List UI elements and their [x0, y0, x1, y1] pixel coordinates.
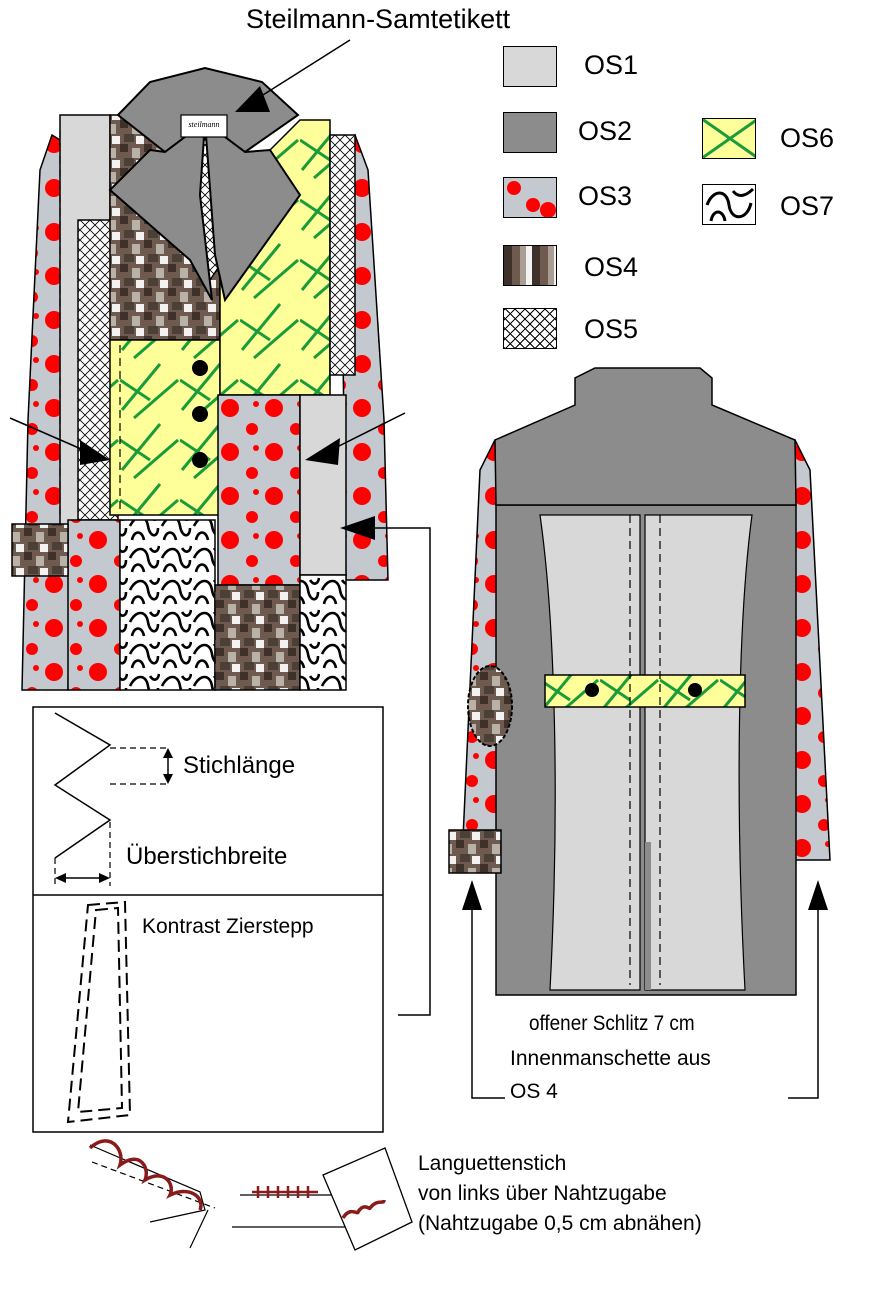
label-pointer [235, 39, 351, 112]
topstitch-pointer [340, 516, 431, 1016]
pocket-arrow-left [9, 417, 110, 465]
legend-label-os1: OS1 [584, 50, 639, 80]
front-buttons [192, 360, 208, 468]
inner-cuff-label-line1: Innenmanschette aus [510, 1047, 711, 1070]
overstitch-width-label: Überstichbreite [126, 843, 288, 870]
legend-swatch-os6 [702, 118, 756, 159]
cuff-arrows [462, 880, 828, 1099]
velvet-label-title: Steilmann-Samtetikett [246, 4, 511, 34]
legend-swatch-os7 [702, 184, 756, 225]
legend-label-os6: OS6 [780, 123, 835, 153]
blanket-stitch-label: Languettenstich [418, 1152, 567, 1175]
blanket-stitch-illustration [88, 1139, 413, 1251]
velvet-label [180, 114, 228, 138]
legend-label-os4: OS4 [584, 252, 639, 282]
legend-swatch-os3 [503, 177, 557, 218]
legend-swatch-os4 [503, 245, 557, 286]
legend-label-os7: OS7 [780, 191, 835, 221]
inner-cuff-label-line2: OS 4 [510, 1080, 558, 1103]
contrast-topstitch-label: Kontrast Zierstepp [142, 915, 314, 938]
legend-label-os2: OS2 [578, 116, 633, 146]
open-slit-label: offener Schlitz 7 cm [529, 1012, 695, 1035]
brand-label: steilmann [188, 120, 219, 129]
front-view: steilmann [9, 39, 431, 1016]
elbow-patch [467, 665, 513, 747]
stitch-length-label: Stichlänge [183, 752, 296, 779]
legend-label-os3: OS3 [578, 181, 633, 211]
legend-label-os5: OS5 [584, 314, 639, 344]
blanket-stitch-note-2: (Nahtzugabe 0,5 cm abnähen) [418, 1212, 702, 1235]
legend-swatch-os5 [503, 308, 557, 349]
back-belt [544, 674, 746, 708]
legend-swatch-os1 [503, 46, 557, 87]
legend-swatch-os2 [503, 112, 557, 153]
pocket-arrow-right [305, 412, 406, 465]
stitch-detail-box [32, 706, 384, 1133]
blanket-stitch-note-1: von links über Nahtzugabe [418, 1182, 667, 1205]
back-view [448, 367, 831, 1099]
